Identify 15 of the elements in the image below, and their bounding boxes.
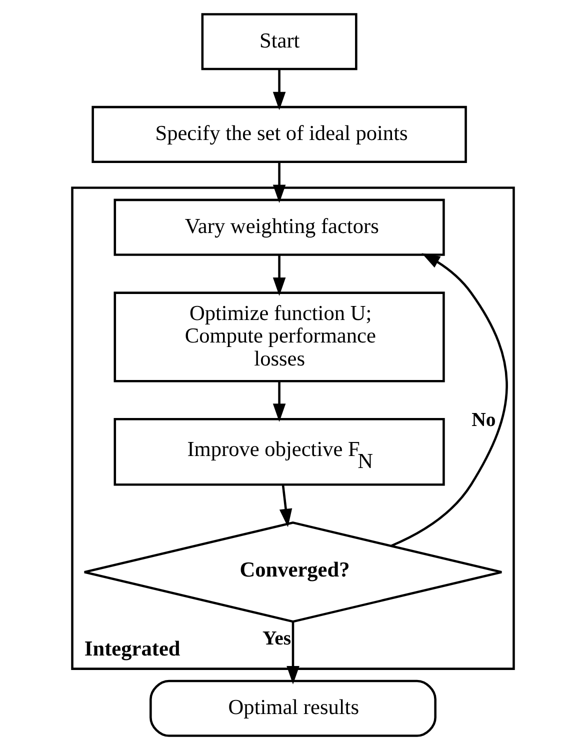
node-box: Vary weighting factors xyxy=(114,198,445,256)
arrow xyxy=(272,255,286,296)
node-diamond: Converged? xyxy=(83,521,503,623)
node-box: Start xyxy=(201,13,358,70)
arrow xyxy=(272,381,286,422)
edge-label: Yes xyxy=(262,628,292,650)
arrow xyxy=(286,622,300,684)
node-box: Specify the set of ideal points xyxy=(92,106,467,164)
arrow xyxy=(272,162,286,204)
arrow xyxy=(390,253,508,547)
arrow xyxy=(279,484,292,528)
node-box: Optimal results xyxy=(150,680,436,737)
arrow xyxy=(272,69,286,110)
edge-label: No xyxy=(472,409,496,432)
node-box: Optimize function U; Compute performance losses xyxy=(114,292,445,382)
